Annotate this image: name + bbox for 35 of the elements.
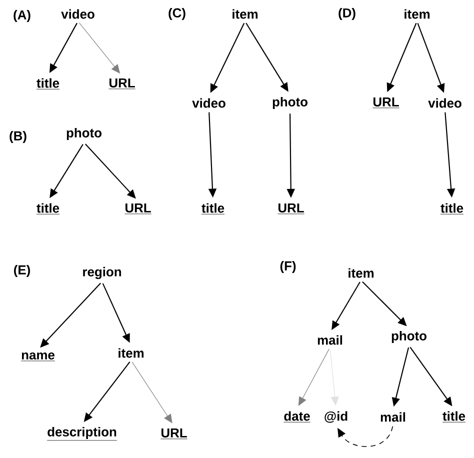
element-label: photo — [272, 96, 308, 110]
key-attribute-label: URL — [108, 78, 136, 90]
element-label: region — [83, 266, 121, 280]
panel-label: (B) — [10, 130, 26, 144]
panel-label: (C) — [168, 8, 186, 20]
key-attribute-label: title — [36, 203, 60, 214]
panel-label: (D) — [338, 8, 356, 20]
element-label: item — [118, 348, 144, 358]
key-attribute-label: date — [284, 411, 311, 422]
element-label: video — [428, 98, 462, 108]
element-label: item — [232, 9, 258, 19]
key-attribute-label: URL — [160, 428, 188, 440]
element-label: photo — [392, 330, 426, 344]
key-attribute-label: description — [46, 426, 118, 441]
element-label: @id — [324, 411, 348, 423]
element-label: video — [61, 9, 94, 19]
element-label: photo — [66, 128, 102, 140]
panel-label: (E) — [14, 264, 30, 278]
element-label: mail — [380, 412, 406, 422]
element-label: video — [192, 98, 226, 108]
element-label: mail — [318, 335, 342, 345]
arrow — [132, 362, 172, 424]
key-attribute-label: name — [20, 352, 56, 362]
key-attribute-label: title — [201, 203, 225, 214]
key-attribute-label: URL — [278, 203, 305, 214]
key-attribute-label: URL — [124, 203, 152, 214]
panel-label: (A) — [14, 10, 30, 22]
key-attribute-label: title — [442, 411, 466, 422]
panel-label: (F) — [280, 260, 296, 274]
arrow — [338, 426, 394, 447]
element-label: item — [404, 9, 430, 19]
key-attribute-label: URL — [372, 97, 400, 108]
element-label: item — [348, 268, 374, 278]
key-attribute-label: title — [36, 78, 60, 90]
key-attribute-label: title — [440, 203, 464, 214]
